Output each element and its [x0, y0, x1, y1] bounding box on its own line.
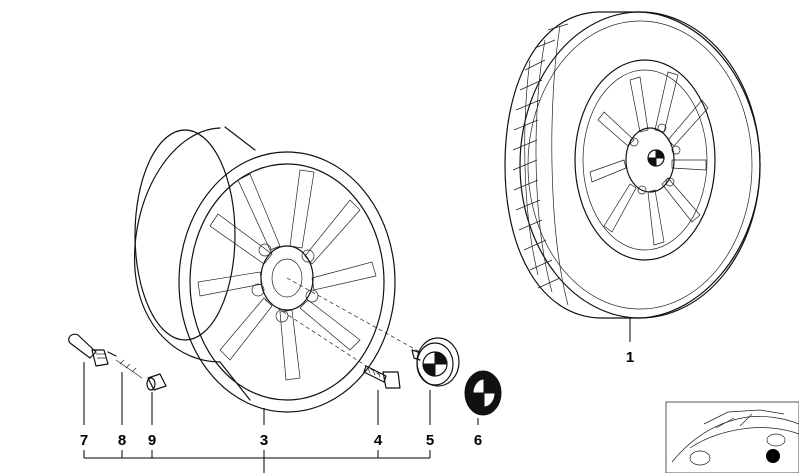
emblem-drawing [464, 370, 502, 416]
callout-8: 8 [118, 432, 126, 449]
tread-pattern [512, 23, 569, 306]
callout-6: 6 [474, 432, 482, 449]
valve-cap-drawing [146, 373, 167, 391]
valve-core-drawing [107, 351, 143, 379]
callout-3: 3 [260, 432, 268, 449]
hub-cap-drawing [411, 337, 460, 387]
callout-7: 7 [80, 432, 88, 449]
valve-drawing [68, 333, 109, 367]
tyre-wheel-assembly-drawing [504, 11, 761, 319]
callout-4: 4 [374, 432, 383, 449]
car-location-thumbnail [665, 401, 799, 473]
wheel-position-marker-icon [766, 449, 780, 463]
leader-lines [83, 318, 631, 473]
alloy-rim-drawing [133, 126, 421, 413]
callout-1: 1 [626, 349, 634, 366]
callout-9: 9 [148, 432, 156, 449]
rim-spokes [197, 169, 377, 381]
wheel-bolt-drawing [363, 365, 401, 389]
callout-5: 5 [426, 432, 434, 449]
assembled-wheel-spokes [589, 71, 709, 246]
